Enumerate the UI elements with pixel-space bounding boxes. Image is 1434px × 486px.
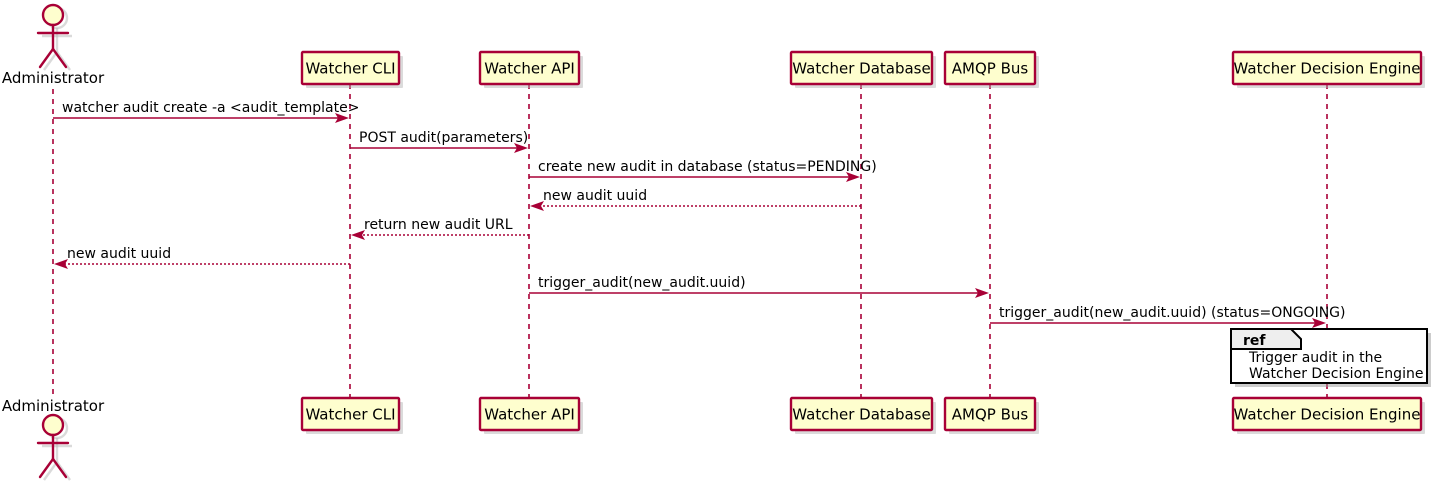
lifelines-group (52, 84, 1328, 397)
ref-fragment[interactable]: ref Trigger audit in the Watcher Decisio… (1230, 328, 1431, 387)
ref-fragment-line-2: Watcher Decision Engine (1249, 366, 1423, 382)
ref-fragment-tab (1230, 328, 1302, 350)
participant-label-watcher-cli-top: Watcher CLI (305, 60, 395, 78)
message-1-arrowhead-icon (335, 113, 349, 123)
message-8-label: trigger_audit(new_audit.uuid) (status=ON… (999, 305, 1345, 321)
participant-boxes-bottom: Watcher CLI Watcher API Watcher Database… (300, 396, 1425, 434)
participant-label-watcher-database-bottom: Watcher Database (792, 406, 930, 424)
participant-watcher-database-top[interactable]: Watcher Database (789, 50, 936, 88)
message-7-arrowhead-icon (975, 288, 989, 298)
message-6-label: new audit uuid (67, 246, 171, 262)
participant-watcher-decision-engine-top[interactable]: Watcher Decision Engine (1231, 50, 1425, 88)
actor-administrator-top: Administrator (2, 3, 105, 87)
message-4-label: new audit uuid (543, 188, 647, 204)
actor-leg-right-icon (51, 47, 68, 69)
participant-watcher-api-bottom[interactable]: Watcher API (478, 396, 583, 434)
participant-watcher-cli-bottom[interactable]: Watcher CLI (300, 396, 403, 434)
actor-administrator-bottom: Administrator (2, 397, 105, 481)
participant-label-watcher-cli-bottom: Watcher CLI (305, 406, 395, 424)
message-5-arrowhead-icon (351, 230, 365, 240)
message-4-arrowhead-icon (530, 201, 544, 211)
message-8-trigger-audit-ongoing: trigger_audit(new_audit.uuid) (status=ON… (990, 305, 1345, 328)
actor-label-administrator-top: Administrator (2, 69, 105, 87)
participant-label-watcher-api-top: Watcher API (484, 60, 575, 78)
participant-label-amqp-bus-top: AMQP Bus (952, 60, 1029, 78)
message-2-arrowhead-icon (514, 143, 528, 153)
participant-amqp-bus-bottom[interactable]: AMQP Bus (943, 396, 1039, 434)
participant-amqp-bus-top[interactable]: AMQP Bus (943, 50, 1039, 88)
ref-fragment-tab-label: ref (1243, 333, 1266, 349)
participant-watcher-decision-engine-bottom[interactable]: Watcher Decision Engine (1231, 396, 1425, 434)
message-7-label: trigger_audit(new_audit.uuid) (538, 275, 746, 291)
message-3-arrowhead-icon (846, 172, 860, 182)
message-2-post-audit: POST audit(parameters) (350, 130, 528, 153)
message-4-new-audit-uuid: new audit uuid (530, 188, 861, 211)
messages-group: watcher audit create -a <audit_template>… (53, 100, 1345, 328)
message-6-arrowhead-icon (54, 259, 68, 269)
message-1-label: watcher audit create -a <audit_template> (62, 100, 359, 116)
participant-label-watcher-decision-engine-bottom: Watcher Decision Engine (1234, 406, 1421, 424)
actor-head-icon-bottom (41, 413, 65, 437)
participant-label-watcher-api-bottom: Watcher API (484, 406, 575, 424)
participant-watcher-database-bottom[interactable]: Watcher Database (789, 396, 936, 434)
actor-leg-left-icon (38, 47, 55, 69)
participant-label-watcher-database-top: Watcher Database (792, 60, 930, 78)
message-2-label: POST audit(parameters) (359, 130, 528, 146)
participant-watcher-api-top[interactable]: Watcher API (478, 50, 583, 88)
ref-fragment-line-1: Trigger audit in the (1248, 350, 1382, 366)
message-1-watcher-audit-create: watcher audit create -a <audit_template> (53, 100, 359, 123)
message-8-arrowhead-icon (1312, 318, 1326, 328)
participant-label-watcher-decision-engine-top: Watcher Decision Engine (1234, 60, 1421, 78)
message-3-create-new-audit: create new audit in database (status=PEN… (529, 159, 877, 182)
actor-label-administrator-bottom: Administrator (2, 397, 105, 415)
participant-watcher-cli-top[interactable]: Watcher CLI (300, 50, 403, 88)
actor-head-icon (41, 3, 65, 27)
message-5-return-new-audit-url: return new audit URL (351, 217, 529, 240)
message-3-label: create new audit in database (status=PEN… (538, 159, 877, 175)
message-7-trigger-audit: trigger_audit(new_audit.uuid) (529, 275, 989, 298)
participant-boxes-top: Watcher CLI Watcher API Watcher Database… (300, 50, 1425, 88)
message-6-new-audit-uuid: new audit uuid (54, 246, 350, 269)
actor-leg-right-icon-bottom (51, 457, 68, 479)
message-5-label: return new audit URL (364, 217, 513, 233)
participant-label-amqp-bus-bottom: AMQP Bus (952, 406, 1029, 424)
actor-leg-left-icon-bottom (38, 457, 55, 479)
